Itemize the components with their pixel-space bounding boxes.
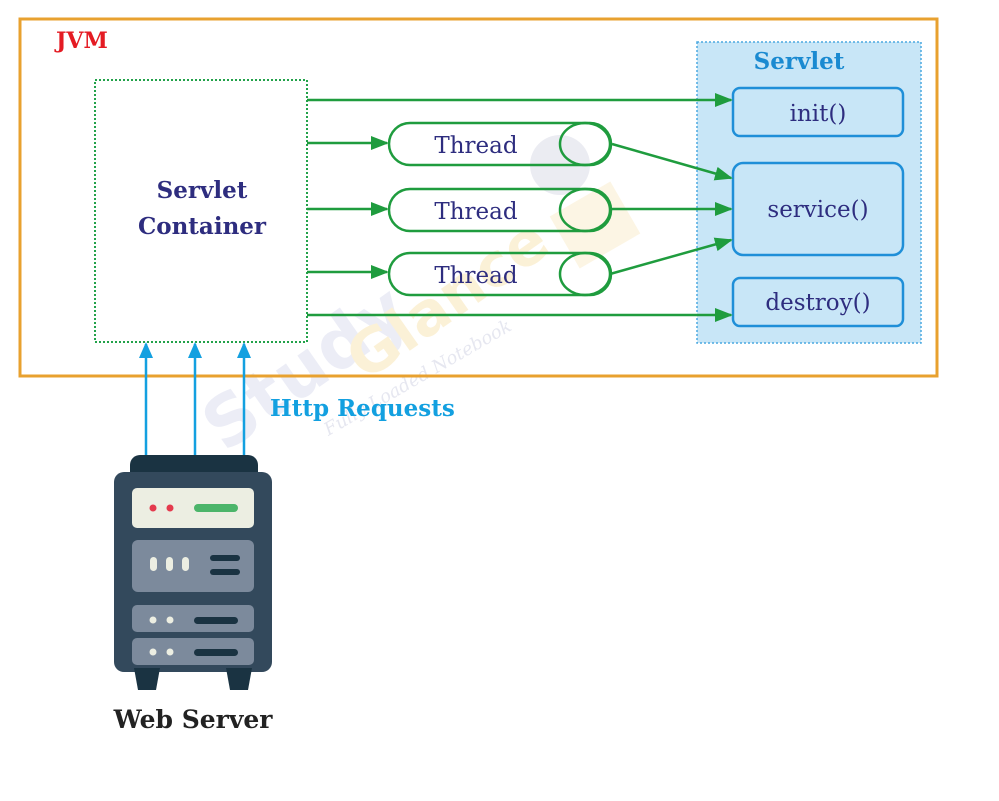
- http-request-arrows: [139, 342, 251, 455]
- web-server-label: Web Server: [113, 705, 274, 734]
- server-led-red-2: [166, 504, 174, 512]
- arrow-thread-1-to-service: [611, 142, 733, 181]
- server-slot: [210, 569, 240, 575]
- server-panel-2: [132, 540, 254, 592]
- thread-1-label: Thread: [434, 133, 517, 159]
- method-service[interactable]: service(): [731, 161, 905, 257]
- servlet-title: Servlet: [754, 48, 845, 75]
- server-status-bar: [194, 504, 238, 512]
- method-service-label: service(): [767, 197, 868, 223]
- method-service-box[interactable]: [731, 161, 905, 257]
- method-init[interactable]: init(): [731, 86, 905, 138]
- server-led: [150, 557, 157, 571]
- thread-2-label: Thread: [434, 199, 517, 225]
- http-requests-label: Http Requests: [270, 395, 455, 422]
- server-led: [149, 616, 157, 624]
- method-destroy[interactable]: destroy(): [731, 276, 905, 328]
- arrow-thread-3-to-service: [609, 237, 733, 276]
- server-slot: [194, 617, 238, 624]
- server-led-red-1: [149, 504, 157, 512]
- server-led: [182, 557, 189, 571]
- web-server-icon: [114, 455, 272, 690]
- method-destroy-label: destroy(): [765, 290, 870, 316]
- watermark-book-icon: [549, 181, 641, 269]
- thread-1-cap: [558, 121, 612, 167]
- method-init-label: init(): [790, 101, 847, 127]
- server-panel-4: [132, 638, 254, 665]
- server-foot-left: [134, 668, 160, 690]
- method-init-box[interactable]: [731, 86, 905, 138]
- server-led: [166, 616, 174, 624]
- jvm-boundary: [18, 17, 939, 378]
- green-arrows: [307, 93, 733, 322]
- servlet-container-box: [94, 79, 308, 343]
- servlet-container-label-line1: Servlet: [157, 177, 248, 204]
- server-panel-3: [132, 605, 254, 632]
- server-slot: [210, 555, 240, 561]
- thread-3-label: Thread: [434, 263, 517, 289]
- thread-1: Thread: [387, 121, 613, 167]
- server-slot: [194, 649, 238, 656]
- jvm-label: JVM: [54, 28, 108, 54]
- server-panel-1: [132, 488, 254, 528]
- server-led: [166, 557, 173, 571]
- method-destroy-box[interactable]: [731, 276, 905, 328]
- server-foot-right: [226, 668, 252, 690]
- server-led: [166, 648, 174, 656]
- server-led: [149, 648, 157, 656]
- servlet-container-label-line2: Container: [138, 213, 267, 240]
